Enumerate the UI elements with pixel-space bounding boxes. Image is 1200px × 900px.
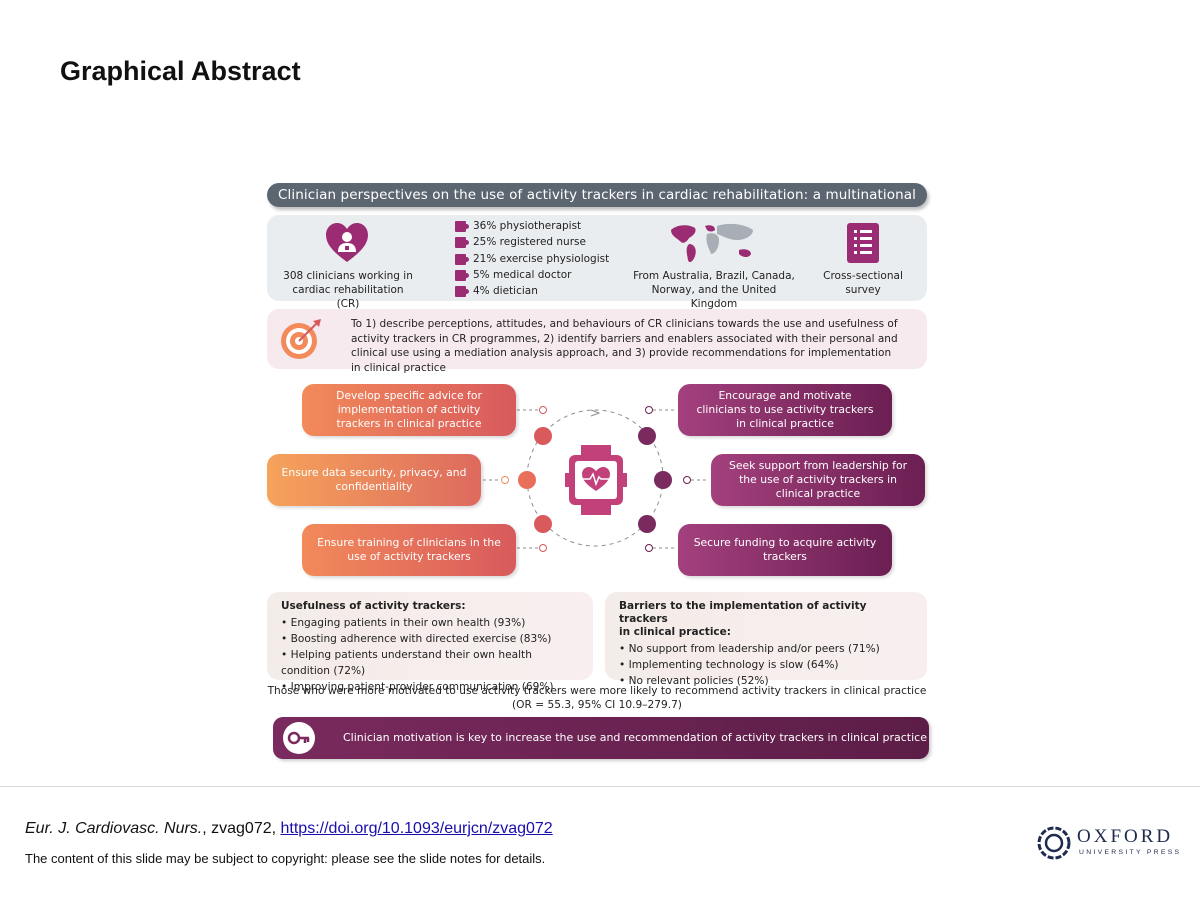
usefulness-title: Usefulness of activity trackers:	[281, 600, 466, 612]
puzzle-icon	[455, 237, 469, 249]
roles-list: 36% physiotherapist 25% registered nurse…	[455, 219, 609, 300]
puzzle-icon	[455, 221, 469, 232]
recommendation-training: Ensure training of clinicians in the use…	[302, 524, 516, 576]
puzzle-icon	[455, 286, 469, 298]
footer-divider	[0, 786, 1200, 787]
recommendation-secure-funding: Secure funding to acquire activity track…	[678, 524, 892, 576]
recommendation-leadership-support: Seek support from leadership for the use…	[711, 454, 925, 506]
puzzle-icon	[455, 253, 469, 265]
barrier-item: Implementing technology is slow (64%)	[619, 657, 913, 673]
usefulness-item: Engaging patients in their own health (9…	[281, 615, 579, 631]
study-design-text: Cross-sectional survey	[823, 270, 903, 296]
publisher-name: OXFORD	[1077, 826, 1174, 847]
usefulness-item: Boosting adherence with directed exercis…	[281, 631, 579, 647]
doi-link[interactable]: https://doi.org/10.1093/eurjcn/zvag072	[280, 820, 553, 837]
recommendation-develop-advice: Develop specific advice for implementati…	[302, 384, 516, 436]
smartwatch-icon	[565, 445, 627, 515]
journal-name: Eur. J. Cardiovasc. Nurs.	[25, 820, 203, 837]
citation: Eur. J. Cardiovasc. Nurs., zvag072, http…	[25, 820, 553, 838]
target-icon	[279, 317, 323, 361]
publisher-subtitle: UNIVERSITY PRESS	[1079, 849, 1182, 856]
study-info-panel	[267, 215, 927, 301]
countries-text: From Australia, Brazil, Canada, Norway, …	[633, 270, 795, 310]
barriers-title: Barriers to the implementation of activi…	[619, 600, 867, 625]
graphical-abstract: Clinician perspectives on the use of act…	[265, 180, 935, 765]
role-item: 4% dietician	[455, 284, 609, 300]
recommendation-data-security: Ensure data security, privacy, and confi…	[267, 454, 481, 506]
key-message-text: Clinician motivation is key to increase …	[343, 731, 927, 744]
role-item: 36% physiotherapist	[455, 219, 609, 235]
usefulness-item: Helping patients understand their own he…	[281, 647, 579, 679]
barrier-item: No support from leadership and/or peers …	[619, 641, 913, 657]
survey-clipboard-icon	[846, 222, 880, 264]
recommendation-connectors	[483, 406, 709, 552]
usefulness-item: Improving patient-provider communication…	[281, 679, 579, 695]
sample-size-text: 308 clinicians working in cardiac rehabi…	[283, 270, 413, 310]
key-icon	[283, 722, 315, 754]
barriers-title-continued: in clinical practice:	[619, 626, 731, 638]
odds-ratio-line1: Those who were more motivated to use act…	[267, 685, 927, 697]
oxford-logo-icon	[1037, 826, 1071, 860]
role-item: 5% medical doctor	[455, 268, 609, 284]
role-item: 25% registered nurse	[455, 235, 609, 251]
key-message-bar: Clinician motivation is key to increase …	[273, 717, 929, 759]
study-aims-text: To 1) describe perceptions, attitudes, a…	[351, 318, 898, 374]
usefulness-card: Usefulness of activity trackers: Engagin…	[267, 592, 593, 693]
odds-ratio-line2: (OR = 55.3, 95% CI 10.9–279.7)	[512, 699, 682, 711]
role-item: 21% exercise physiologist	[455, 252, 609, 268]
barriers-card: Barriers to the implementation of activi…	[605, 592, 927, 687]
slide-title: Graphical Abstract	[60, 56, 301, 86]
barrier-item: No relevant policies (52%)	[619, 673, 913, 689]
world-map-icon	[667, 220, 757, 266]
copyright-notice: The content of this slide may be subject…	[25, 851, 546, 866]
article-id: , zvag072,	[202, 820, 281, 837]
oxford-university-press-logo: OXFORD UNIVERSITY PRESS	[1037, 824, 1182, 864]
abstract-banner-title: Clinician perspectives on the use of act…	[267, 183, 927, 227]
puzzle-icon	[455, 269, 469, 281]
recommendation-motivate-clinicians: Encourage and motivate clinicians to use…	[678, 384, 892, 436]
aims-panel	[267, 309, 927, 369]
odds-ratio-statement: Those who were more motivated to use act…	[265, 684, 929, 712]
heart-clinician-icon	[325, 222, 369, 264]
